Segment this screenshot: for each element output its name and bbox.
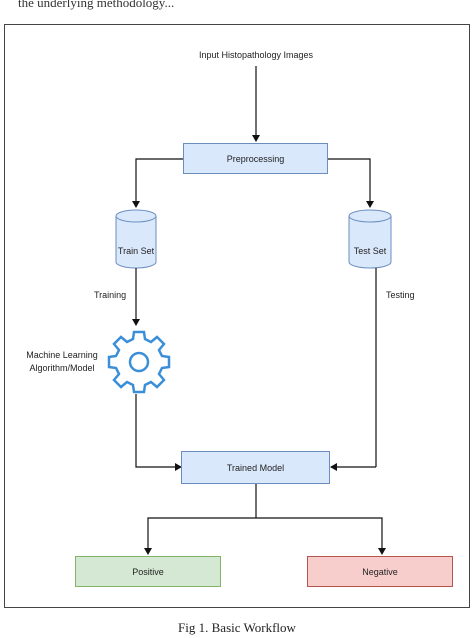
negative-box: Negative (307, 556, 453, 587)
test-set-cylinder: Test Set (348, 209, 392, 269)
cropped-header-text: the underlying methodology... (18, 0, 175, 10)
training-label: Training (94, 290, 126, 300)
test-set-label: Test Set (354, 246, 387, 256)
ml-label-line1: Machine Learning (26, 350, 98, 360)
ml-label-line2: Algorithm/Model (29, 363, 94, 373)
arrow-preprocessing-to-testset (328, 158, 374, 208)
train-set-cylinder: Train Set (115, 209, 157, 269)
arrow-model-to-trained (135, 394, 182, 471)
preprocessing-box: Preprocessing (183, 143, 328, 174)
input-label: Input Histopathology Images (199, 50, 314, 60)
train-set-label: Train Set (118, 246, 155, 256)
figure-caption: Fig 1. Basic Workflow (178, 620, 296, 635)
gear-icon (107, 330, 171, 394)
trained-model-box: Trained Model (181, 451, 330, 484)
testing-label: Testing (386, 290, 415, 300)
arrow-to-positive (144, 517, 256, 555)
diagram-frame (4, 24, 470, 608)
arrow-preprocessing-to-trainset (132, 158, 183, 208)
arrow-to-negative (256, 517, 386, 555)
positive-box: Positive (75, 556, 221, 587)
